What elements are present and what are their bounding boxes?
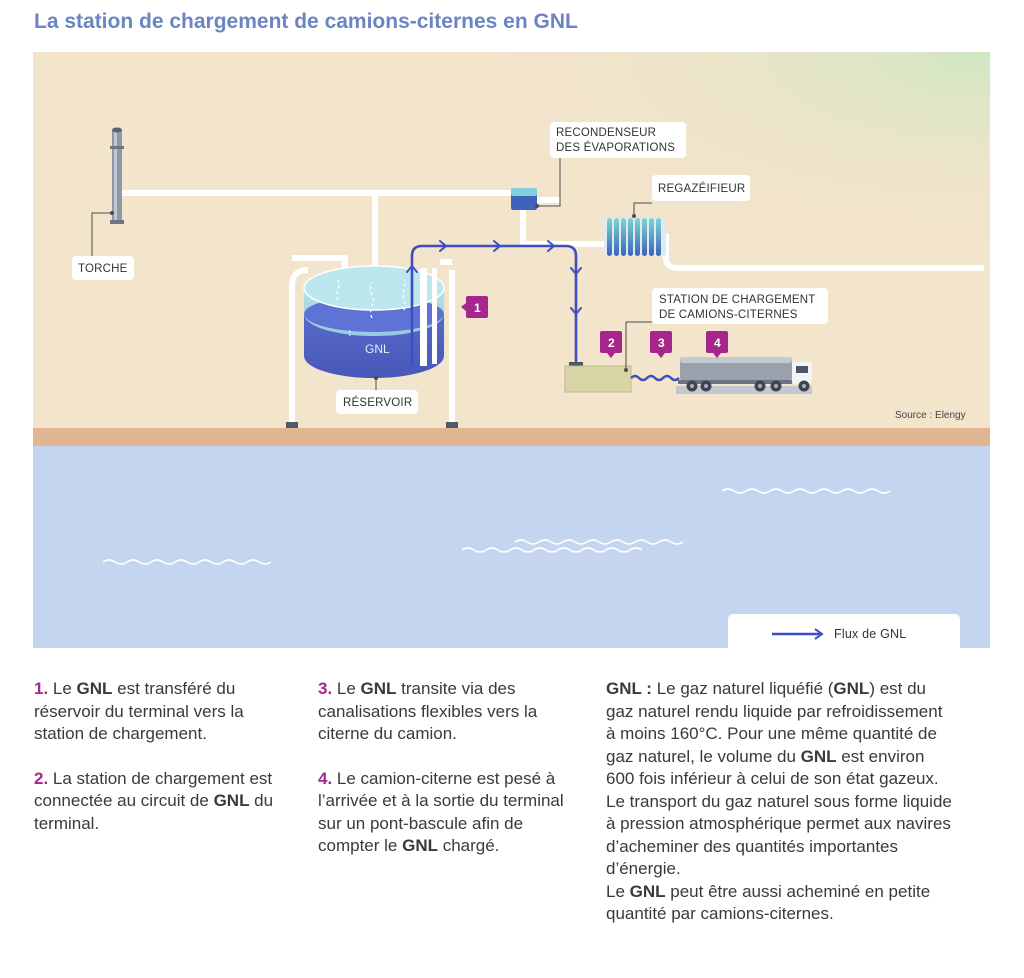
- regazeifieur-label: REGAZÉIFIEUR: [658, 182, 745, 195]
- torche-label-box: [72, 256, 134, 280]
- recondenseur-label-2: DES ÉVAPORATIONS: [556, 141, 675, 154]
- station-leader: [625, 321, 652, 370]
- note-2-number: 2.: [34, 768, 49, 788]
- storage-tank: [303, 265, 445, 378]
- legend-label: Flux de GNL: [834, 627, 906, 641]
- marker-2: 2: [600, 331, 622, 358]
- legend: Flux de GNL: [728, 614, 960, 654]
- note-4: 4. Le camion-citerne est pesé à l’arrivé…: [318, 768, 564, 856]
- source-credit: Source : Elengy: [895, 410, 966, 421]
- lng-flow-line: [410, 244, 578, 366]
- sea-waves: [102, 488, 891, 565]
- station-label-2: DE CAMIONS-CITERNES: [659, 309, 798, 321]
- loading-station: [564, 365, 632, 393]
- loading-pipe-base: [569, 362, 583, 367]
- marker-1: 1: [461, 296, 488, 318]
- gnl-definition-extra: Le GNL peut être aussi acheminé en petit…: [606, 881, 931, 924]
- marker-1-number: 1: [474, 301, 481, 315]
- land-corner-glow: [33, 52, 990, 428]
- notes-column-2: 3. Le GNL transite via des canalisations…: [318, 678, 580, 880]
- recondenseur-leader: [537, 158, 561, 207]
- regazeifieur-leader: [633, 202, 652, 218]
- note-1-number: 1.: [34, 679, 49, 698]
- flexible-hose: [630, 374, 680, 382]
- flare-stack: [110, 127, 124, 224]
- marker-2-number: 2: [608, 336, 615, 350]
- recondenseur-label-box: [550, 122, 686, 158]
- torche-leader: [91, 212, 112, 262]
- reservoir-label-box: [336, 390, 418, 414]
- reservoir-label: RÉSERVOIR: [343, 396, 412, 409]
- gnl-definition-main: GNL : Le gaz naturel liquéfié (GNL) est …: [606, 679, 952, 878]
- note-3: 3. Le GNL transite via des canalisations…: [318, 679, 538, 743]
- station-label-1: STATION DE CHARGEMENT: [659, 294, 815, 306]
- note-4-number: 4.: [318, 768, 333, 788]
- recondenseur-label-1: RECONDENSEUR: [556, 127, 656, 139]
- page-title: La station de chargement de camions-cite…: [34, 10, 578, 33]
- marker-3: 3: [650, 331, 672, 358]
- pipe-foot-left: [286, 422, 298, 428]
- gnl-definition: GNL : Le gaz naturel liquéfié (GNL) est …: [606, 678, 956, 926]
- torche-label: TORCHE: [78, 263, 128, 275]
- note-2: 2. La station de chargement est connecté…: [34, 768, 274, 833]
- regasifier: [604, 218, 666, 256]
- regazeifieur-label-box: [652, 175, 750, 201]
- marker-3-number: 3: [658, 336, 665, 350]
- note-3-number: 3.: [318, 679, 333, 698]
- notes-column-1: 1. Le GNL est transféré du réservoir du …: [34, 678, 294, 857]
- flow-arrows: [406, 240, 582, 316]
- marker-4: 4: [706, 331, 728, 358]
- tanker-truck: [676, 357, 812, 394]
- note-1: 1. Le GNL est transféré du réservoir du …: [34, 679, 244, 743]
- gnl-definition-term: GNL :: [606, 679, 652, 698]
- lng-terminal-diagram: GNL: [33, 52, 990, 654]
- tank-gnl-label: GNL: [365, 342, 390, 356]
- marker-4-number: 4: [714, 336, 721, 350]
- station-label-box: [652, 288, 828, 324]
- recondenser: [511, 188, 537, 210]
- ground-strip: [33, 428, 990, 446]
- pipe-foot-right: [446, 422, 458, 428]
